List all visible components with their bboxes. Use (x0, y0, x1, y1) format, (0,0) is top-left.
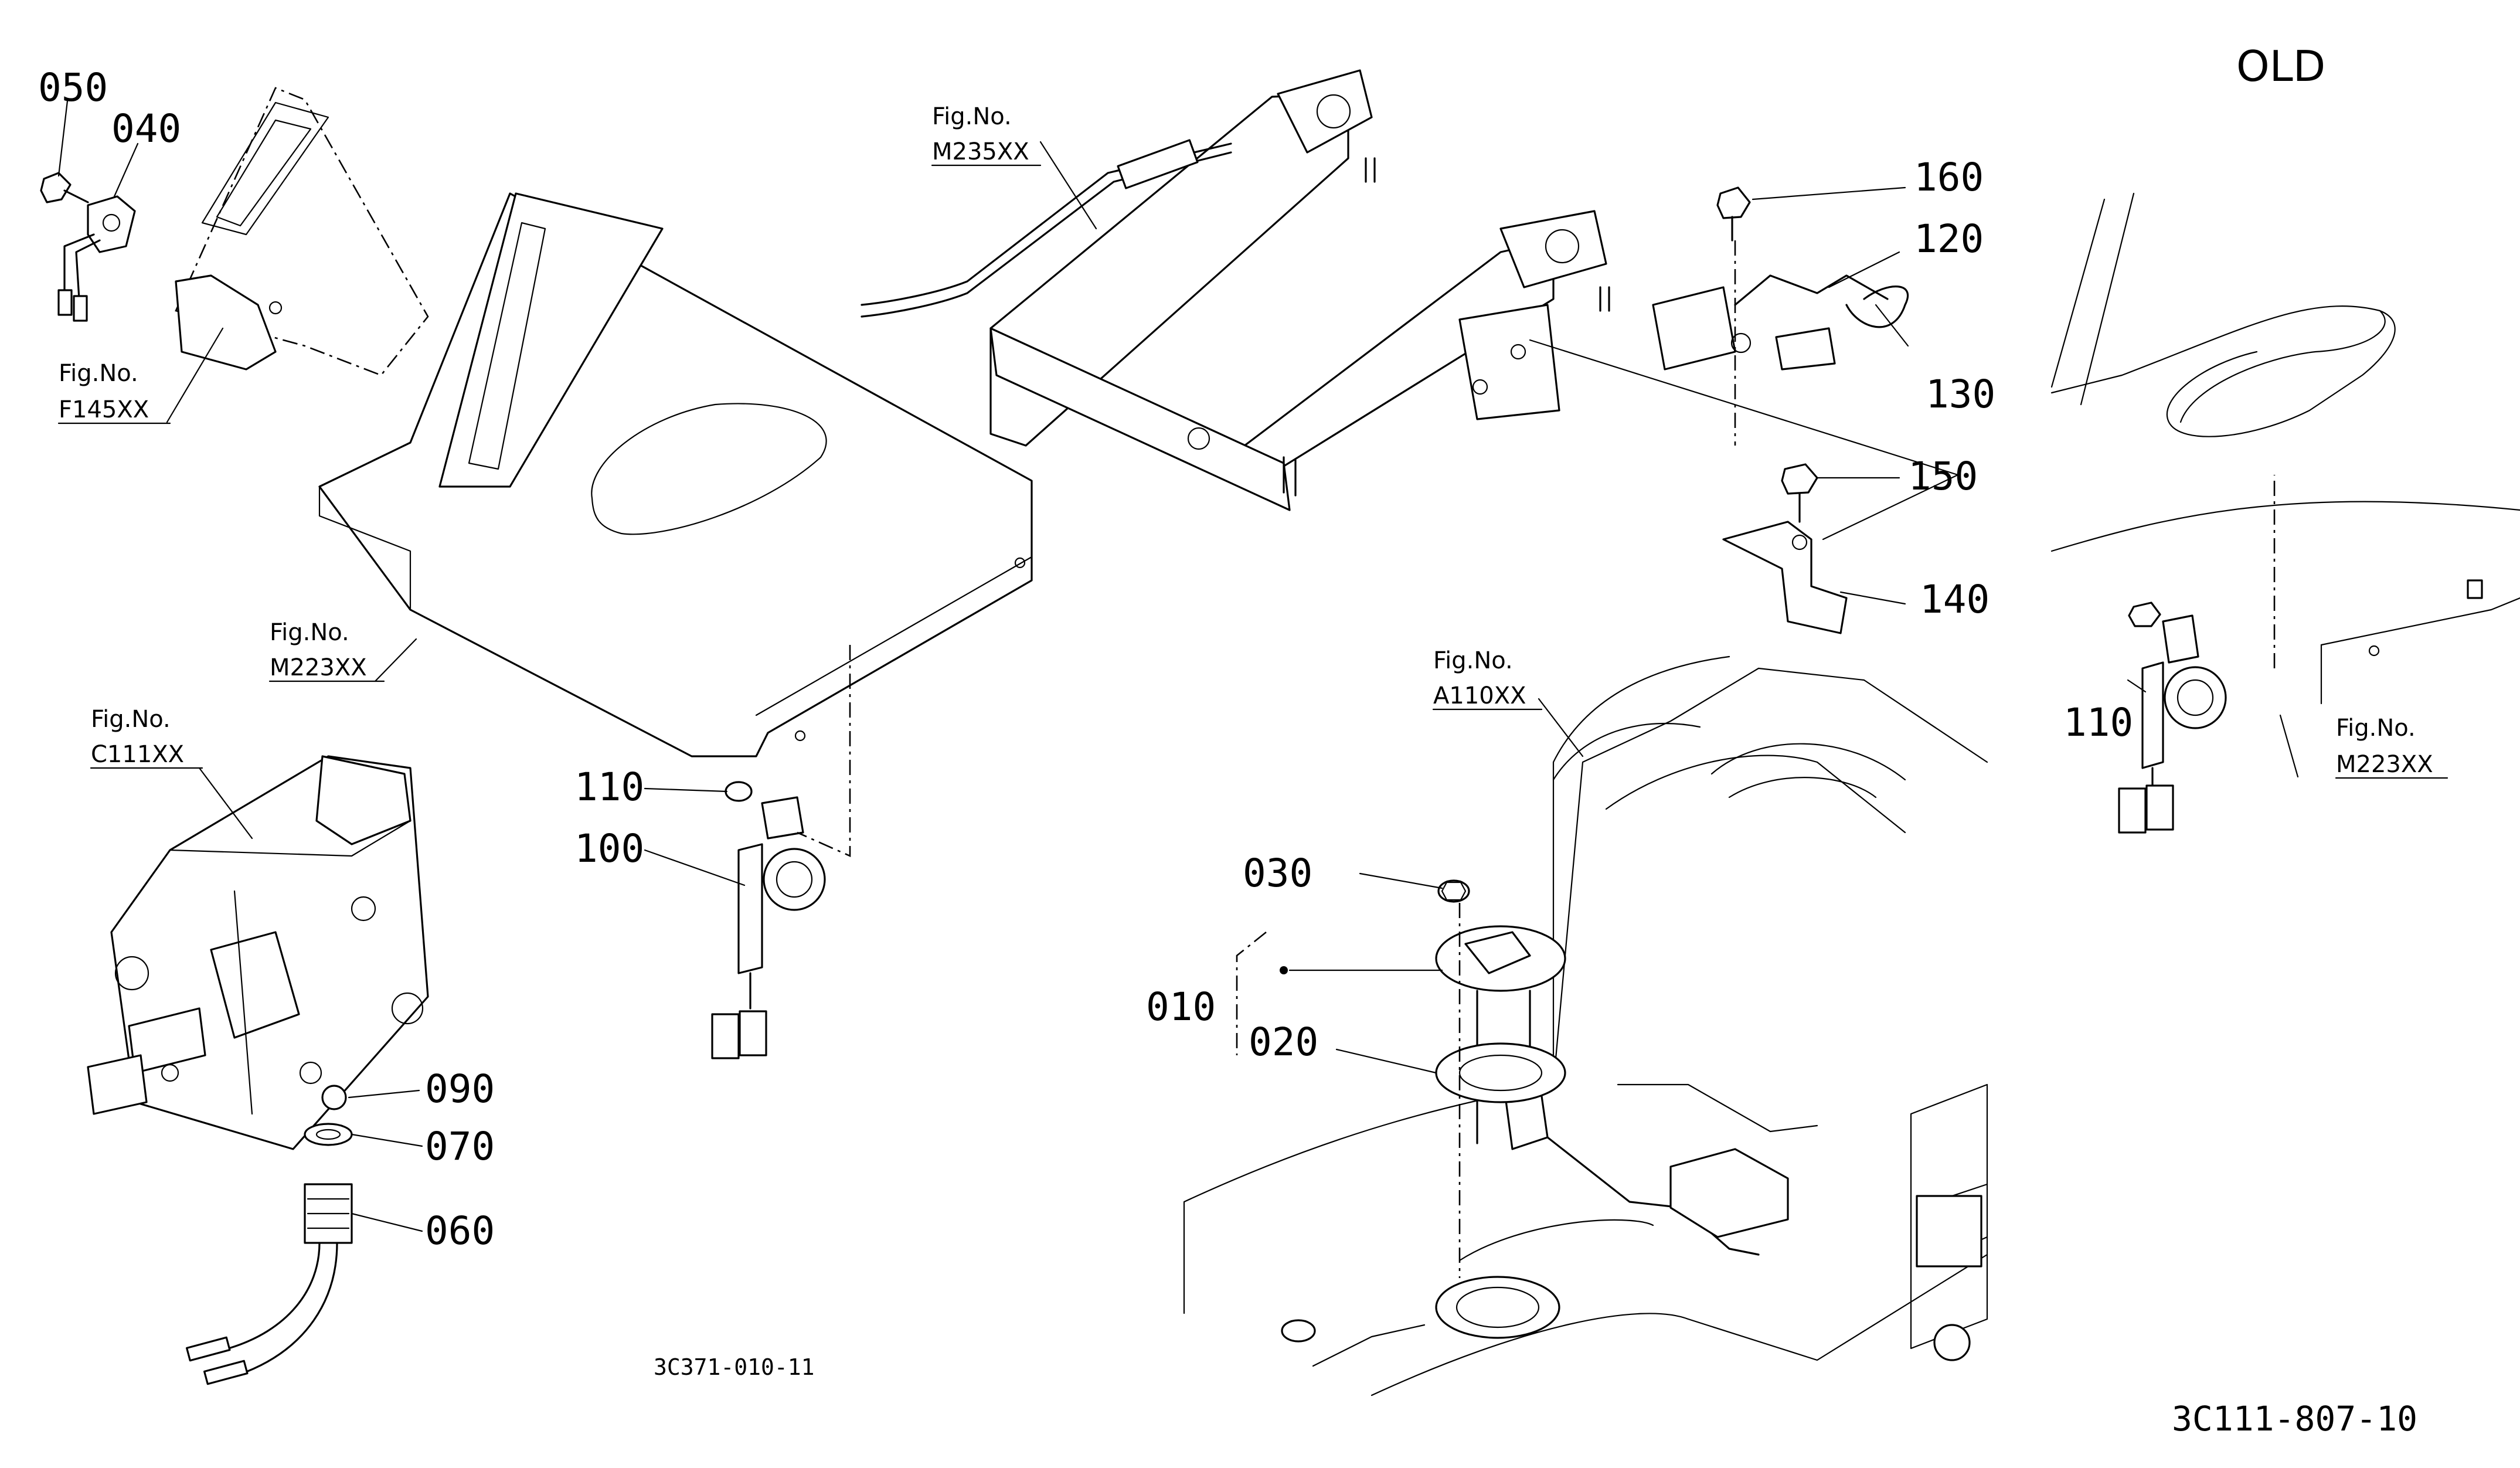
part-label-060: 060 (425, 1208, 495, 1253)
part-label-020: 020 (1249, 1020, 1318, 1065)
bolt-050 (40, 172, 89, 203)
part-label-130: 130 (1926, 372, 1995, 417)
old-label: OLD (2236, 42, 2325, 91)
switch-040 (57, 195, 136, 322)
fig-ref-m223-line1: Fig.No. (270, 619, 349, 646)
fig-ref-m235: Fig.No. M235XX (931, 103, 1042, 166)
fig-ref-f145-line1: Fig.No. (59, 360, 138, 387)
fig-ref-c111-line1: Fig.No. (91, 706, 171, 733)
bracket-010 (1236, 931, 1267, 1055)
valve-c111 (87, 755, 429, 1150)
nut-110 (725, 781, 753, 802)
part-label-100: 100 (574, 826, 644, 871)
part-label-030: 030 (1243, 851, 1312, 896)
tank-opening (1435, 1276, 1560, 1339)
part-label-070: 070 (425, 1124, 495, 1169)
step-plate-m223 (318, 192, 1033, 757)
part-label-050: 050 (38, 65, 108, 110)
fig-ref-m223-line2: M223XX (270, 654, 367, 681)
bolt-160 (1716, 186, 1751, 446)
part-label-110: 110 (574, 764, 644, 810)
bracket-cover-f145 (175, 87, 429, 376)
part-label-120: 120 (1914, 216, 1984, 261)
fig-ref-m235-line1: Fig.No. (932, 103, 1012, 130)
fig-ref-f145: Fig.No. F145XX (57, 360, 171, 424)
part-label-090: 090 (425, 1066, 495, 1112)
drawing-code-right: 3C111-807-10 (2172, 1399, 2417, 1439)
bolt-150 (1781, 463, 1818, 523)
fig-ref-a110-line1: Fig.No. (1433, 647, 1513, 674)
fig-ref-m223-old: Fig.No. M223XX (2335, 715, 2448, 779)
part-label-160: 160 (1914, 155, 1984, 200)
part-label-150: 150 (1908, 454, 1978, 499)
sensor-060 (186, 1183, 353, 1385)
part-label-110-old: 110 (2063, 700, 2133, 745)
bracket-140 (1722, 521, 1848, 634)
ball-090 (321, 1085, 347, 1110)
part-label-140: 140 (1920, 577, 1990, 622)
nut-030 (1437, 879, 1470, 903)
frame-m235 (861, 69, 1610, 511)
old-panel (2050, 192, 2520, 705)
fig-ref-m235-line2: M235XX (932, 138, 1029, 165)
fig-ref-f145-line2: F145XX (59, 396, 149, 423)
seal-070 (304, 1123, 353, 1146)
switch-110-old (2118, 602, 2227, 834)
drawing-code-left: 3C371-010-11 (654, 1354, 815, 1380)
guide-line (1529, 339, 1959, 541)
fig-ref-m223-old-line2: M223XX (2336, 751, 2433, 778)
fig-ref-c111: Fig.No. C111XX (90, 706, 203, 769)
pump-assembly-010 (1435, 925, 1789, 1256)
fig-ref-m223: Fig.No. M223XX (268, 619, 385, 682)
leader-lines (57, 100, 2299, 1232)
fig-ref-c111-line2: C111XX (91, 741, 184, 768)
part-label-040: 040 (111, 106, 181, 151)
fig-ref-a110: Fig.No. A110XX (1432, 647, 1543, 711)
part-label-010: 010 (1146, 984, 1216, 1029)
fig-ref-a110-line2: A110XX (1433, 682, 1526, 709)
relay-120 (1652, 274, 1909, 371)
switch-100 (711, 645, 851, 1059)
fig-ref-m223-old-line1: Fig.No. (2336, 715, 2416, 742)
gasket-020 (1435, 1042, 1566, 1103)
